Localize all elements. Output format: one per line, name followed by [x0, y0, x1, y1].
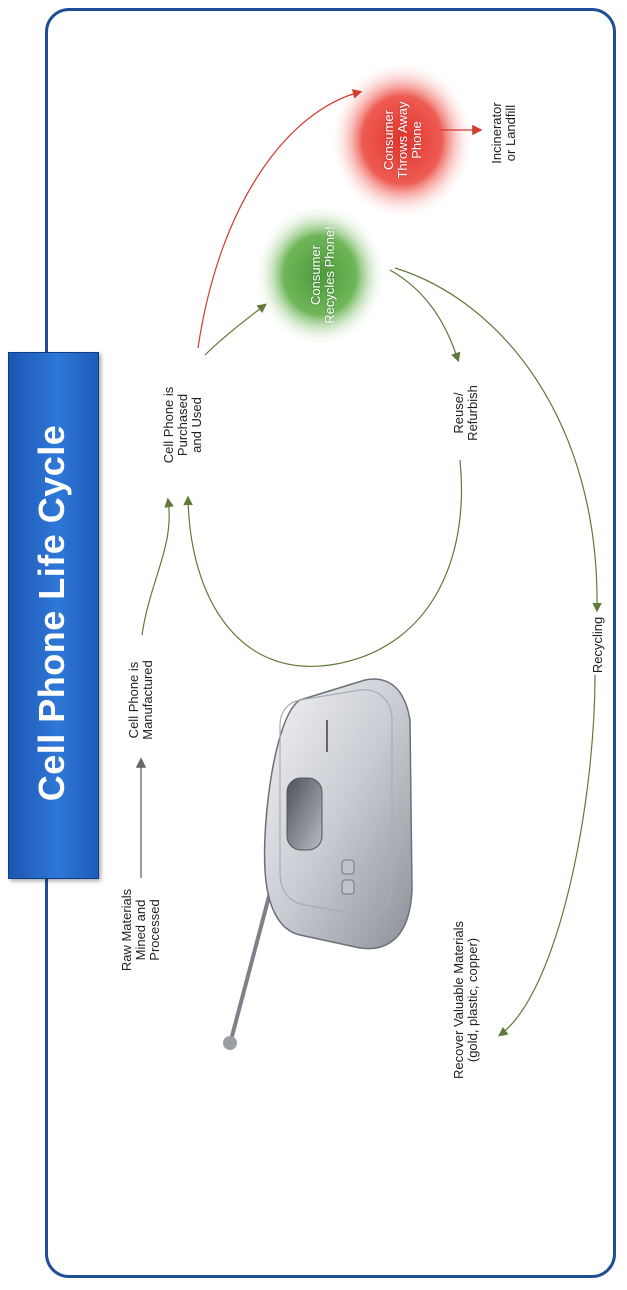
label-consumer-recycles: Consumer Recycles Phone! — [309, 226, 337, 324]
arrow-purchased-to-recycles — [205, 305, 265, 355]
arrow-reuse-to-purchased — [188, 460, 461, 666]
arrow-recycles-to-recycling — [395, 268, 597, 610]
label-recover-materials: Recover Valuable Materials (gold, plasti… — [452, 921, 480, 1079]
label-raw-materials: Raw Materials Mined and Processed — [120, 889, 162, 971]
label-incinerator-landfill: Incinerator or Landfill — [490, 102, 518, 163]
label-recycling: Recycling — [591, 617, 605, 673]
label-reuse-refurbish: Reuse/ Refurbish — [452, 385, 480, 441]
label-purchased-used: Cell Phone is Purchased and Used — [162, 387, 204, 464]
label-manufactured: Cell Phone is Manufactured — [127, 660, 155, 740]
arrow-recycling-to-recover — [500, 675, 595, 1035]
arrow-manufactured-to-purchased — [142, 500, 169, 635]
phone-illustration — [223, 679, 412, 1050]
arrow-recycles-to-reuse — [390, 270, 458, 360]
label-consumer-throws-away: Consumer Throws Away Phone — [382, 101, 424, 178]
